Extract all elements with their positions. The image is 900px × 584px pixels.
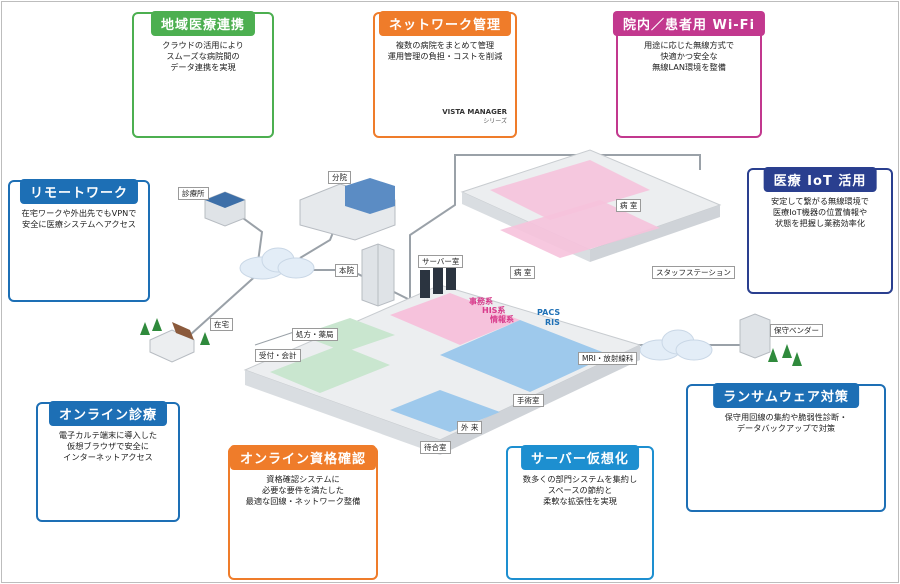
system-pacs: PACS [537,308,561,317]
ransomware-title: ランサムウェア対策 [713,383,859,408]
label-staff-station: スタッフステーション [652,266,735,279]
qualification-card: オンライン資格確認 資格確認システムに 必要な要件を満たした 最適な回線・ネット… [228,445,378,580]
trees [140,318,802,366]
server-racks [420,262,456,298]
system-ris: RIS [545,318,560,327]
ward-uplink [409,154,701,300]
clinic-building [204,191,246,227]
regional-title: 地域医療連携 [150,11,256,36]
branch-building [299,178,396,241]
vista-manager-logo: VISTA MANAGER [442,108,507,116]
cloud-left [239,247,315,280]
label-surgery: 手術室 [513,394,544,407]
ransomware-desc: 保守用回線の集約や脆弱性診断・ データバックアップで対策 [724,412,848,433]
system-erp: 事務系 [469,297,493,306]
network-desc: 複数の病院をまとめて管理 運用管理の負担・コストを削減 [387,40,503,61]
main-floor [243,284,642,455]
label-main: 本院 [335,264,358,277]
label-mri: MRI・放射線科 [578,352,638,365]
regional-desc: クラウドの活用により スムーズな病院間の データ連携を実現 [162,40,244,72]
qualification-title: オンライン資格確認 [229,445,377,470]
vendor-building [739,313,771,359]
iot-desc: 安定して繋がる無線環境で 医療IoT機器の位置情報や 状態を把握し業務効率化 [770,196,869,228]
ward-building [460,149,722,262]
home-house [149,322,195,363]
cloud-right [639,329,713,361]
remote-desc: 在宅ワークや外出先でもVPNで 安全に医療システムへアクセス [21,208,137,229]
qualification-desc: 資格確認システムに 必要な要件を満たした 最適な回線・ネットワーク整備 [245,474,361,506]
wifi-card: 院内／患者用 Wi-Fi 用途に応じた無線方式で 快適かつ安全な 無線LAN環境… [612,11,766,138]
virtualization-desc: 数多くの部門システムを集約し スペースの節約と 柔軟な拡張性を実現 [522,474,638,506]
ransomware-card: ランサムウェア対策 保守用回線の集約や脆弱性診断・ データバックアップで対策 [686,383,886,512]
label-reception: 受付・会計 [255,349,301,362]
label-vendor: 保守ベンダー [770,324,823,337]
vista-manager-logo-sub: シリーズ [483,118,507,125]
online-care-title: オンライン診療 [48,401,168,426]
remote-card: リモートワーク 在宅ワークや外出先でもVPNで 安全に医療システムへアクセス [8,179,150,302]
system-info: 情報系 [490,315,514,324]
label-ward-2: 病 室 [510,266,536,279]
online-care-card: オンライン診療 電子カルテ端末に導入した 仮想ブラウザで安全に インターネットア… [36,401,180,522]
label-server-room: サーバー室 [418,255,464,268]
home-link [189,271,261,336]
regional-card: 地域医療連携 クラウドの活用により スムーズな病院間の データ連携を実現 [132,11,274,138]
label-waiting: 待合室 [420,441,451,454]
iot-title: 医療 IoT 活用 [763,167,877,192]
iot-card: 医療 IoT 活用 安定して繋がる無線環境で 医療IoT機器の位置情報や 状態を… [747,167,893,294]
label-branch: 分院 [328,171,351,184]
label-pharmacy: 処方・薬局 [292,328,338,341]
wifi-title: 院内／患者用 Wi-Fi [612,11,766,36]
remote-title: リモートワーク [19,179,139,204]
label-home: 在宅 [210,318,233,331]
virtualization-card: サーバー仮想化 数多くの部門システムを集約し スペースの節約と 柔軟な拡張性を実… [506,445,654,580]
wifi-desc: 用途に応じた無線方式で 快適かつ安全な 無線LAN環境を整備 [643,40,735,72]
network-title: ネットワーク管理 [378,11,512,36]
online-care-desc: 電子カルテ端末に導入した 仮想ブラウザで安全に インターネットアクセス [58,430,158,462]
label-clinic: 診療所 [178,187,209,200]
label-ward-1: 病 室 [616,199,642,212]
system-his: HIS系 [482,306,506,315]
clouds [239,247,713,361]
virtualization-title: サーバー仮想化 [521,445,639,470]
network-card: ネットワーク管理 複数の病院をまとめて管理 運用管理の負担・コストを削減 VIS… [373,11,517,138]
main-tower [361,243,395,307]
label-outpatient: 外 来 [457,421,483,434]
